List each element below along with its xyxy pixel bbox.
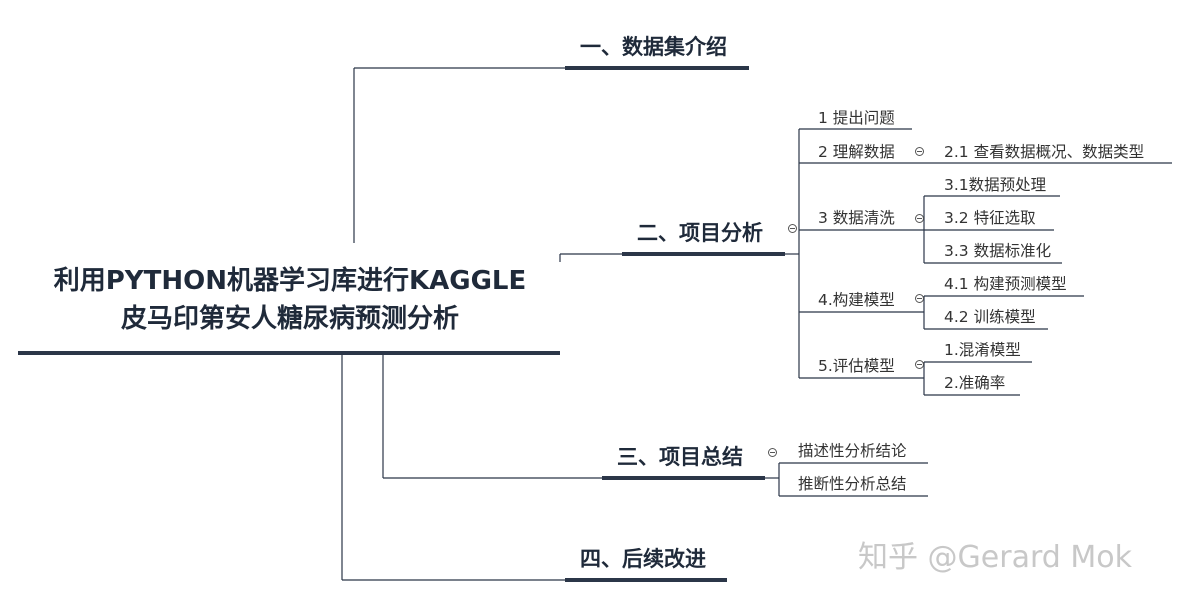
collapse-toggle-icon[interactable] [915,147,924,156]
topic-accuracy[interactable]: 2.准确率 [944,374,1006,392]
topic-descriptive-conclusion[interactable]: 描述性分析结论 [798,442,907,460]
topic-build-model[interactable]: 4.构建模型 [818,291,895,309]
topic-data-preprocessing[interactable]: 3.1数据预处理 [944,176,1047,194]
watermark: 知乎 @Gerard Mok [858,540,1132,575]
topic-dataset-intro[interactable]: 一、数据集介绍 [580,35,727,59]
root-topic[interactable]: 利用PYTHON机器学习库进行KAGGLE 皮马印第安人糖尿病预测分析 [20,262,560,338]
topic-inferential-summary[interactable]: 推断性分析总结 [798,475,907,493]
topic-view-data-overview[interactable]: 2.1 查看数据概况、数据类型 [944,143,1145,161]
topic-ask-question[interactable]: 1 提出问题 [818,109,895,127]
collapse-toggle-icon[interactable] [915,294,924,303]
topic-data-cleaning[interactable]: 3 数据清洗 [818,209,895,227]
topic-feature-selection[interactable]: 3.2 特征选取 [944,209,1036,227]
collapse-toggle-icon[interactable] [915,214,924,223]
collapse-toggle-icon[interactable] [788,224,797,233]
topic-understand-data[interactable]: 2 理解数据 [818,143,895,161]
collapse-toggle-icon[interactable] [915,360,924,369]
root-title-line2: 皮马印第安人糖尿病预测分析 [120,304,459,334]
root-title-line1: 利用PYTHON机器学习库进行KAGGLE [53,266,527,296]
topic-train-model[interactable]: 4.2 训练模型 [944,308,1036,326]
topic-data-standardization[interactable]: 3.3 数据标准化 [944,242,1052,260]
topic-future-improvement[interactable]: 四、后续改进 [580,547,706,571]
topic-project-analysis[interactable]: 二、项目分析 [637,221,763,245]
collapse-toggle-icon[interactable] [768,448,777,457]
topic-confusion-model[interactable]: 1.混淆模型 [944,341,1021,359]
topic-project-summary[interactable]: 三、项目总结 [617,445,743,469]
topic-evaluate-model[interactable]: 5.评估模型 [818,357,895,375]
topic-build-predict-model[interactable]: 4.1 构建预测模型 [944,275,1067,293]
